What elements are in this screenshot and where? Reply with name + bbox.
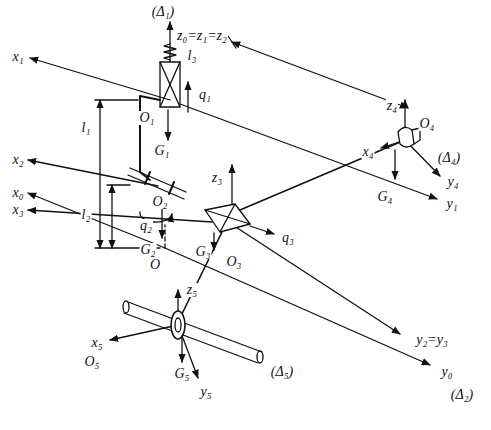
symbol-label: G₁ xyxy=(154,144,171,158)
link-leg xyxy=(180,232,222,318)
g1-arrow xyxy=(167,110,168,140)
symbol-label: q₃ xyxy=(281,231,295,245)
link-arm xyxy=(240,140,405,210)
spring xyxy=(164,44,176,60)
x5-axis xyxy=(110,325,178,340)
symbol-label: O₂ xyxy=(152,195,169,209)
shaft-end xyxy=(123,301,129,313)
symbol-label: x₃ xyxy=(11,203,24,217)
wheel xyxy=(171,311,185,339)
symbol-label: O₁ xyxy=(139,111,156,125)
dimension-line xyxy=(99,100,100,248)
symbol-label: O₃ xyxy=(226,255,243,269)
dimension-line xyxy=(111,185,112,248)
joint-tick xyxy=(169,182,174,194)
x2-axis xyxy=(28,160,158,186)
symbol-label: x₅ xyxy=(90,336,103,350)
symbol-label: G₅ xyxy=(174,367,191,381)
wheel-hub xyxy=(175,318,181,332)
symbol-label: q₁ xyxy=(198,88,212,102)
g4-arrow xyxy=(394,150,395,179)
symbol-label: l₁ xyxy=(81,121,92,135)
symbol-label: O xyxy=(149,258,161,272)
symbol-label: z₄ xyxy=(386,99,398,113)
symbol-label: x₀ xyxy=(11,186,24,200)
symbol-label: q₂ xyxy=(139,219,153,233)
y2-axis xyxy=(225,220,400,334)
symbol-label: G₃ xyxy=(195,245,212,259)
extension-line xyxy=(95,99,138,100)
symbol-label: O₄ xyxy=(419,117,436,131)
dimension-line xyxy=(232,42,408,108)
g3-arrow xyxy=(213,233,214,250)
link-arm xyxy=(140,96,160,180)
shaft-end xyxy=(257,351,263,363)
symbol-label: G₄ xyxy=(377,190,394,204)
shaft xyxy=(128,302,262,352)
z0-axis xyxy=(164,225,165,248)
x3-axis xyxy=(28,210,212,222)
y1-axis xyxy=(180,104,437,199)
symbol-label: l₂ xyxy=(81,208,92,222)
symbol-label: (Δ₂) xyxy=(450,388,474,402)
z3-axis xyxy=(231,165,232,205)
prismatic-joint xyxy=(205,204,250,232)
dimension-label: l₃ xyxy=(187,49,198,63)
symbol-label: z₃ xyxy=(211,171,223,185)
x1-axis xyxy=(30,58,170,100)
symbol-label: z₅ xyxy=(186,283,198,297)
symbol-label: y₀ xyxy=(440,365,453,379)
joint-tick xyxy=(145,172,150,184)
symbol-label: O₅ xyxy=(84,355,101,369)
joint-diagonal xyxy=(220,204,235,232)
symbol-label: x₂ xyxy=(11,153,24,167)
symbol-label: y₅ xyxy=(199,385,212,399)
symbol-label: G₂ xyxy=(140,243,157,257)
x0-axis xyxy=(28,193,165,248)
shaft xyxy=(124,313,258,363)
g2-arrow xyxy=(161,205,162,238)
symbol-label: (Δ₄) xyxy=(437,151,461,165)
symbol-label: y₂=y₃ xyxy=(415,333,449,347)
symbol-label: y₁ xyxy=(445,197,458,211)
q3-arrow xyxy=(250,226,274,234)
axis-label: (Δ₁) xyxy=(151,5,175,19)
extension-line xyxy=(107,184,130,185)
symbol-label: y₄ xyxy=(446,175,459,189)
symbol-label: (Δ₅) xyxy=(270,365,294,379)
dimension-tick xyxy=(228,36,236,48)
symbol-label: x₄ xyxy=(361,145,374,159)
g5-arrow xyxy=(181,336,182,362)
symbol-label: x₁ xyxy=(11,50,24,64)
axis-label: z₀=z₁=z₂ xyxy=(176,29,228,43)
